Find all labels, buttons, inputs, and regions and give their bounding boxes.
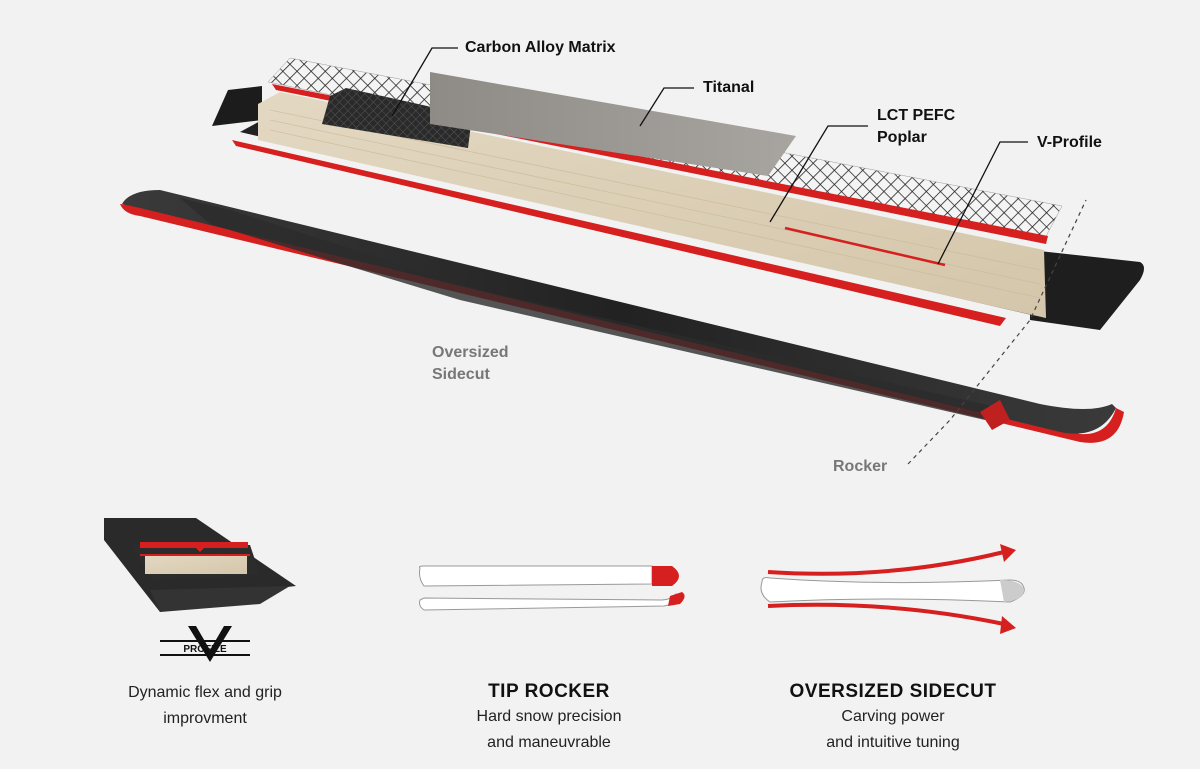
label-oversized-line1: Oversized xyxy=(432,344,509,361)
label-rocker: Rocker xyxy=(833,458,888,475)
ski-red-decor xyxy=(980,400,1010,430)
carbon-patch xyxy=(322,88,472,148)
ski-topsheet xyxy=(122,190,1116,434)
feature-tip-rocker-title: TIP ROCKER xyxy=(488,681,610,702)
label-lct-line2: Poplar xyxy=(877,129,927,146)
sidecut-arrow-bottom xyxy=(767,602,1005,626)
label-oversized-line2: Sidecut xyxy=(432,366,490,383)
flat-ski-outline xyxy=(419,565,653,587)
titanal-sheet xyxy=(430,72,796,176)
feature-oversized-sidecut-line2: and intuitive tuning xyxy=(826,734,960,751)
v-profile-logo: PROFILE xyxy=(160,626,250,662)
ski-base-tail xyxy=(212,86,262,126)
rocker-ski-red-tip xyxy=(668,592,685,606)
label-lct-line1: LCT PEFC xyxy=(877,107,956,124)
v-profile-section-image xyxy=(104,518,296,612)
leader-lines xyxy=(391,47,1028,265)
feature-v-profile-line2: improvment xyxy=(163,710,247,727)
v-profile-stripe xyxy=(784,226,946,267)
feature-tip-rocker-line1: Hard snow precision xyxy=(476,708,622,725)
ski-top-accent xyxy=(180,198,1000,420)
exploded-ski xyxy=(212,57,1144,330)
rocker-ski-outline xyxy=(419,593,681,611)
assembled-ski xyxy=(120,190,1124,443)
feature-tip-rocker-line2: and maneuvrable xyxy=(487,734,611,751)
flat-ski-red-tip xyxy=(652,566,679,586)
label-carbon-alloy-matrix: Carbon Alloy Matrix xyxy=(465,39,616,56)
feature-v-profile: Dynamic flex and grip improvment xyxy=(80,680,330,732)
v-profile-logo-text: PROFILE xyxy=(183,644,227,655)
feature-tip-rocker: TIP ROCKER Hard snow precision and maneu… xyxy=(420,680,678,756)
red-edge-lower xyxy=(232,140,1006,326)
leader-vprofile xyxy=(937,141,1028,265)
ski-base-tip xyxy=(1030,250,1144,330)
feature-oversized-sidecut-title: OVERSIZED SIDECUT xyxy=(789,681,997,702)
sidecut-arrow-top xyxy=(767,550,1005,576)
sidecut-ski-grey-tip xyxy=(1000,580,1024,602)
feature-oversized-sidecut-line1: Carving power xyxy=(841,708,945,725)
feature-oversized-sidecut: OVERSIZED SIDECUT Carving power and intu… xyxy=(760,680,1026,756)
tip-rocker-illustration xyxy=(419,565,685,611)
leader-lct xyxy=(769,125,868,223)
leader-carbon xyxy=(391,47,458,117)
feature-v-profile-line1: Dynamic flex and grip xyxy=(128,684,282,701)
sidecut-illustration xyxy=(760,544,1025,634)
leader-titanal xyxy=(639,87,694,127)
label-v-profile: V-Profile xyxy=(1037,134,1102,151)
sidecut-ski-outline xyxy=(760,577,1025,603)
label-titanal: Titanal xyxy=(703,79,755,96)
